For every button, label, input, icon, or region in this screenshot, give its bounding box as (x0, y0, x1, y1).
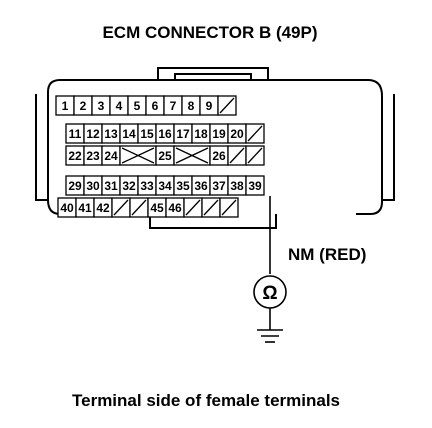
terminal-cell: 7 (163, 95, 183, 116)
terminal-number: 32 (122, 179, 136, 193)
terminal-cell: 5 (127, 95, 147, 116)
terminal-number: 35 (176, 179, 190, 193)
ohmmeter-symbol: Ω (262, 283, 277, 304)
diagram-title: ECM CONNECTOR B (49P) (102, 23, 317, 42)
terminal-number: 45 (150, 201, 164, 215)
terminal-cell: 8 (181, 95, 201, 116)
terminal-cell: 33 (137, 175, 157, 196)
terminal-cell: 1 (55, 95, 75, 116)
terminal-number: 1 (62, 99, 69, 113)
terminal-number: 25 (158, 149, 172, 163)
terminal-cell: 31 (101, 175, 121, 196)
unused-terminal (245, 145, 265, 166)
terminal-cell: 32 (119, 175, 139, 196)
terminal-number: 6 (152, 99, 159, 113)
terminal-number: 34 (158, 179, 172, 193)
terminal-cell: 23 (83, 145, 103, 166)
terminal-number: 23 (86, 149, 100, 163)
terminal-cell: 9 (199, 95, 219, 116)
terminal-number: 18 (194, 127, 208, 141)
unused-terminal (219, 197, 239, 218)
blank-terminal (119, 145, 157, 166)
caption: Terminal side of female terminals (72, 391, 340, 410)
terminal-cell: 38 (227, 175, 247, 196)
terminal-cell: 22 (65, 145, 85, 166)
terminal-cell: 3 (91, 95, 111, 116)
terminal-cell: 42 (93, 197, 113, 218)
unused-terminal (129, 197, 149, 218)
terminal-number: 30 (86, 179, 100, 193)
terminal-cell: 4 (109, 95, 129, 116)
probe-label: NM (RED) (288, 245, 366, 264)
terminal-cell: 26 (209, 145, 229, 166)
terminal-number: 5 (134, 99, 141, 113)
terminal-cell: 36 (191, 175, 211, 196)
terminal-number: 16 (158, 127, 172, 141)
terminal-number: 7 (170, 99, 177, 113)
terminal-cell: 2 (73, 95, 93, 116)
terminal-cell: 37 (209, 175, 229, 196)
terminal-cell: 14 (119, 123, 139, 144)
terminal-number: 41 (78, 201, 92, 215)
terminal-number: 9 (206, 99, 213, 113)
terminal-number: 37 (212, 179, 226, 193)
terminal-cell: 40 (57, 197, 77, 218)
unused-terminal (245, 123, 265, 144)
terminal-cell: 45 (147, 197, 167, 218)
terminal-cell: 39 (245, 175, 265, 196)
terminal-number: 24 (104, 149, 118, 163)
terminal-cell: 24 (101, 145, 121, 166)
terminal-cell: 16 (155, 123, 175, 144)
terminal-cell: 15 (137, 123, 157, 144)
unused-terminal (111, 197, 131, 218)
terminal-number: 20 (230, 127, 244, 141)
terminal-number: 33 (140, 179, 154, 193)
terminal-cell: 41 (75, 197, 95, 218)
terminal-cell: 12 (83, 123, 103, 144)
terminal-cell: 46 (165, 197, 185, 218)
terminal-number: 40 (60, 201, 74, 215)
terminal-cell: 6 (145, 95, 165, 116)
unused-terminal (227, 145, 247, 166)
terminal-number: 8 (188, 99, 195, 113)
terminal-number: 22 (68, 149, 82, 163)
terminal-number: 29 (68, 179, 82, 193)
terminal-number: 15 (140, 127, 154, 141)
terminal-number: 39 (248, 179, 262, 193)
unused-terminal (183, 197, 203, 218)
unused-terminal (217, 95, 237, 116)
terminal-number: 36 (194, 179, 208, 193)
terminal-number: 46 (168, 201, 182, 215)
terminal-number: 38 (230, 179, 244, 193)
terminal-cell: 17 (173, 123, 193, 144)
terminal-cell: 29 (65, 175, 85, 196)
terminal-number: 4 (116, 99, 123, 113)
terminal-cell: 18 (191, 123, 211, 144)
terminal-cell: 34 (155, 175, 175, 196)
terminal-number: 19 (212, 127, 226, 141)
terminal-number: 14 (122, 127, 136, 141)
terminal-cell: 11 (65, 123, 85, 144)
terminal-number: 11 (69, 127, 82, 141)
terminal-number: 17 (176, 127, 190, 141)
terminal-number: 42 (96, 201, 110, 215)
terminal-cell: 19 (209, 123, 229, 144)
terminal-cell: 20 (227, 123, 247, 144)
terminal-number: 31 (104, 179, 118, 193)
terminal-cell: 35 (173, 175, 193, 196)
unused-terminal (201, 197, 221, 218)
terminal-number: 26 (212, 149, 226, 163)
terminal-number: 2 (80, 99, 87, 113)
blank-terminal (173, 145, 211, 166)
terminal-number: 3 (98, 99, 105, 113)
terminal-cell: 25 (155, 145, 175, 166)
probe-lead (253, 196, 287, 343)
terminal-cell: 30 (83, 175, 103, 196)
terminal-number: 13 (104, 127, 118, 141)
terminal-number: 12 (86, 127, 100, 141)
terminal-cell: 13 (101, 123, 121, 144)
